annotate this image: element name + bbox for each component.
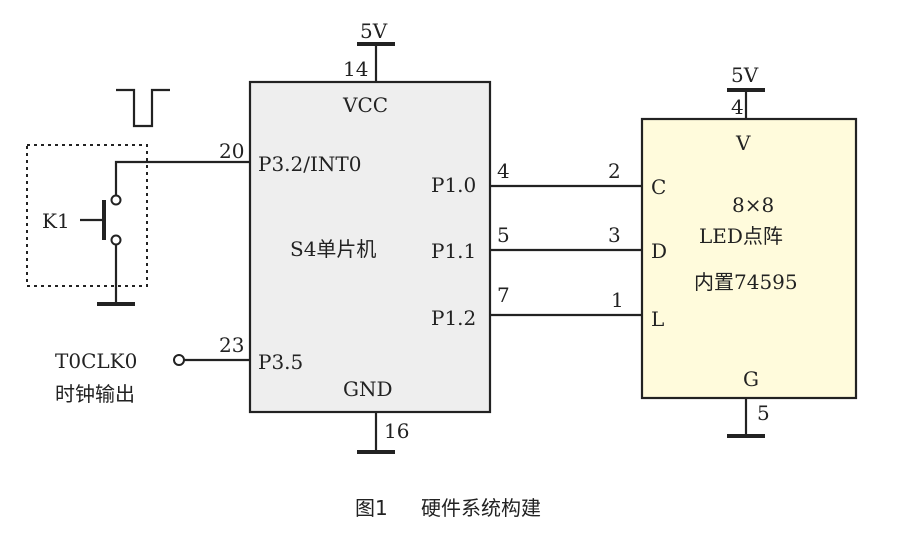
mcu-pin-p10-label: P1.0	[431, 173, 476, 197]
mcu-name: S4单片机	[290, 237, 376, 261]
mcu-pin-p12-num: 7	[497, 283, 510, 307]
led-title-line3: 内置74595	[694, 270, 798, 294]
led-pin-g-num: 5	[757, 401, 770, 425]
switch-contact-bottom	[110, 234, 122, 246]
mcu-pin-vcc-num: 14	[343, 57, 368, 81]
clk-out-line2: 时钟输出	[55, 382, 135, 406]
pulse-symbol	[116, 88, 170, 128]
led-vcc-supply: 5V	[731, 63, 759, 87]
mcu-pin-clk-label: P3.5	[258, 350, 303, 374]
led-pin-v-num: 4	[731, 95, 744, 119]
mcu-gnd-label: GND	[343, 377, 393, 401]
led-g-label: G	[743, 367, 759, 391]
mcu-pin-p12-label: P1.2	[431, 306, 476, 330]
clk-out-line1: T0CLK0	[55, 349, 137, 373]
mcu-body	[248, 80, 492, 414]
mcu-pin-int-num: 20	[219, 139, 244, 163]
mcu-pin-gnd-num: 16	[384, 419, 409, 443]
led-body	[640, 117, 858, 400]
switch-label: K1	[42, 209, 70, 233]
switch-enclosure	[26, 144, 148, 287]
led-pin-d-num: 3	[608, 223, 621, 247]
mcu-pin-p11-label: P1.1	[431, 239, 476, 263]
figure-number: 图1	[355, 496, 388, 520]
mcu-pin-p11-num: 5	[497, 223, 510, 247]
figure-title: 硬件系统构建	[421, 496, 541, 520]
mcu-vcc-supply: 5V	[360, 19, 388, 43]
led-d-label: D	[651, 239, 667, 263]
switch-contact-top	[110, 194, 122, 206]
led-pin-c-num: 2	[608, 159, 621, 183]
led-l-label: L	[651, 307, 664, 331]
led-pin-l-num: 1	[611, 288, 624, 312]
led-title-line1: 8×8	[732, 193, 774, 217]
clk-terminal	[173, 354, 185, 366]
mcu-pin-clk-num: 23	[219, 333, 244, 357]
wire-int-switch	[114, 160, 250, 196]
led-title-line2: LED点阵	[699, 224, 783, 248]
led-v-label: V	[735, 131, 751, 155]
mcu-pin-p10-num: 4	[497, 159, 510, 183]
mcu-vcc-label: VCC	[342, 93, 388, 117]
led-c-label: C	[651, 175, 666, 199]
mcu-pin-int-label: P3.2/INT0	[258, 152, 361, 176]
